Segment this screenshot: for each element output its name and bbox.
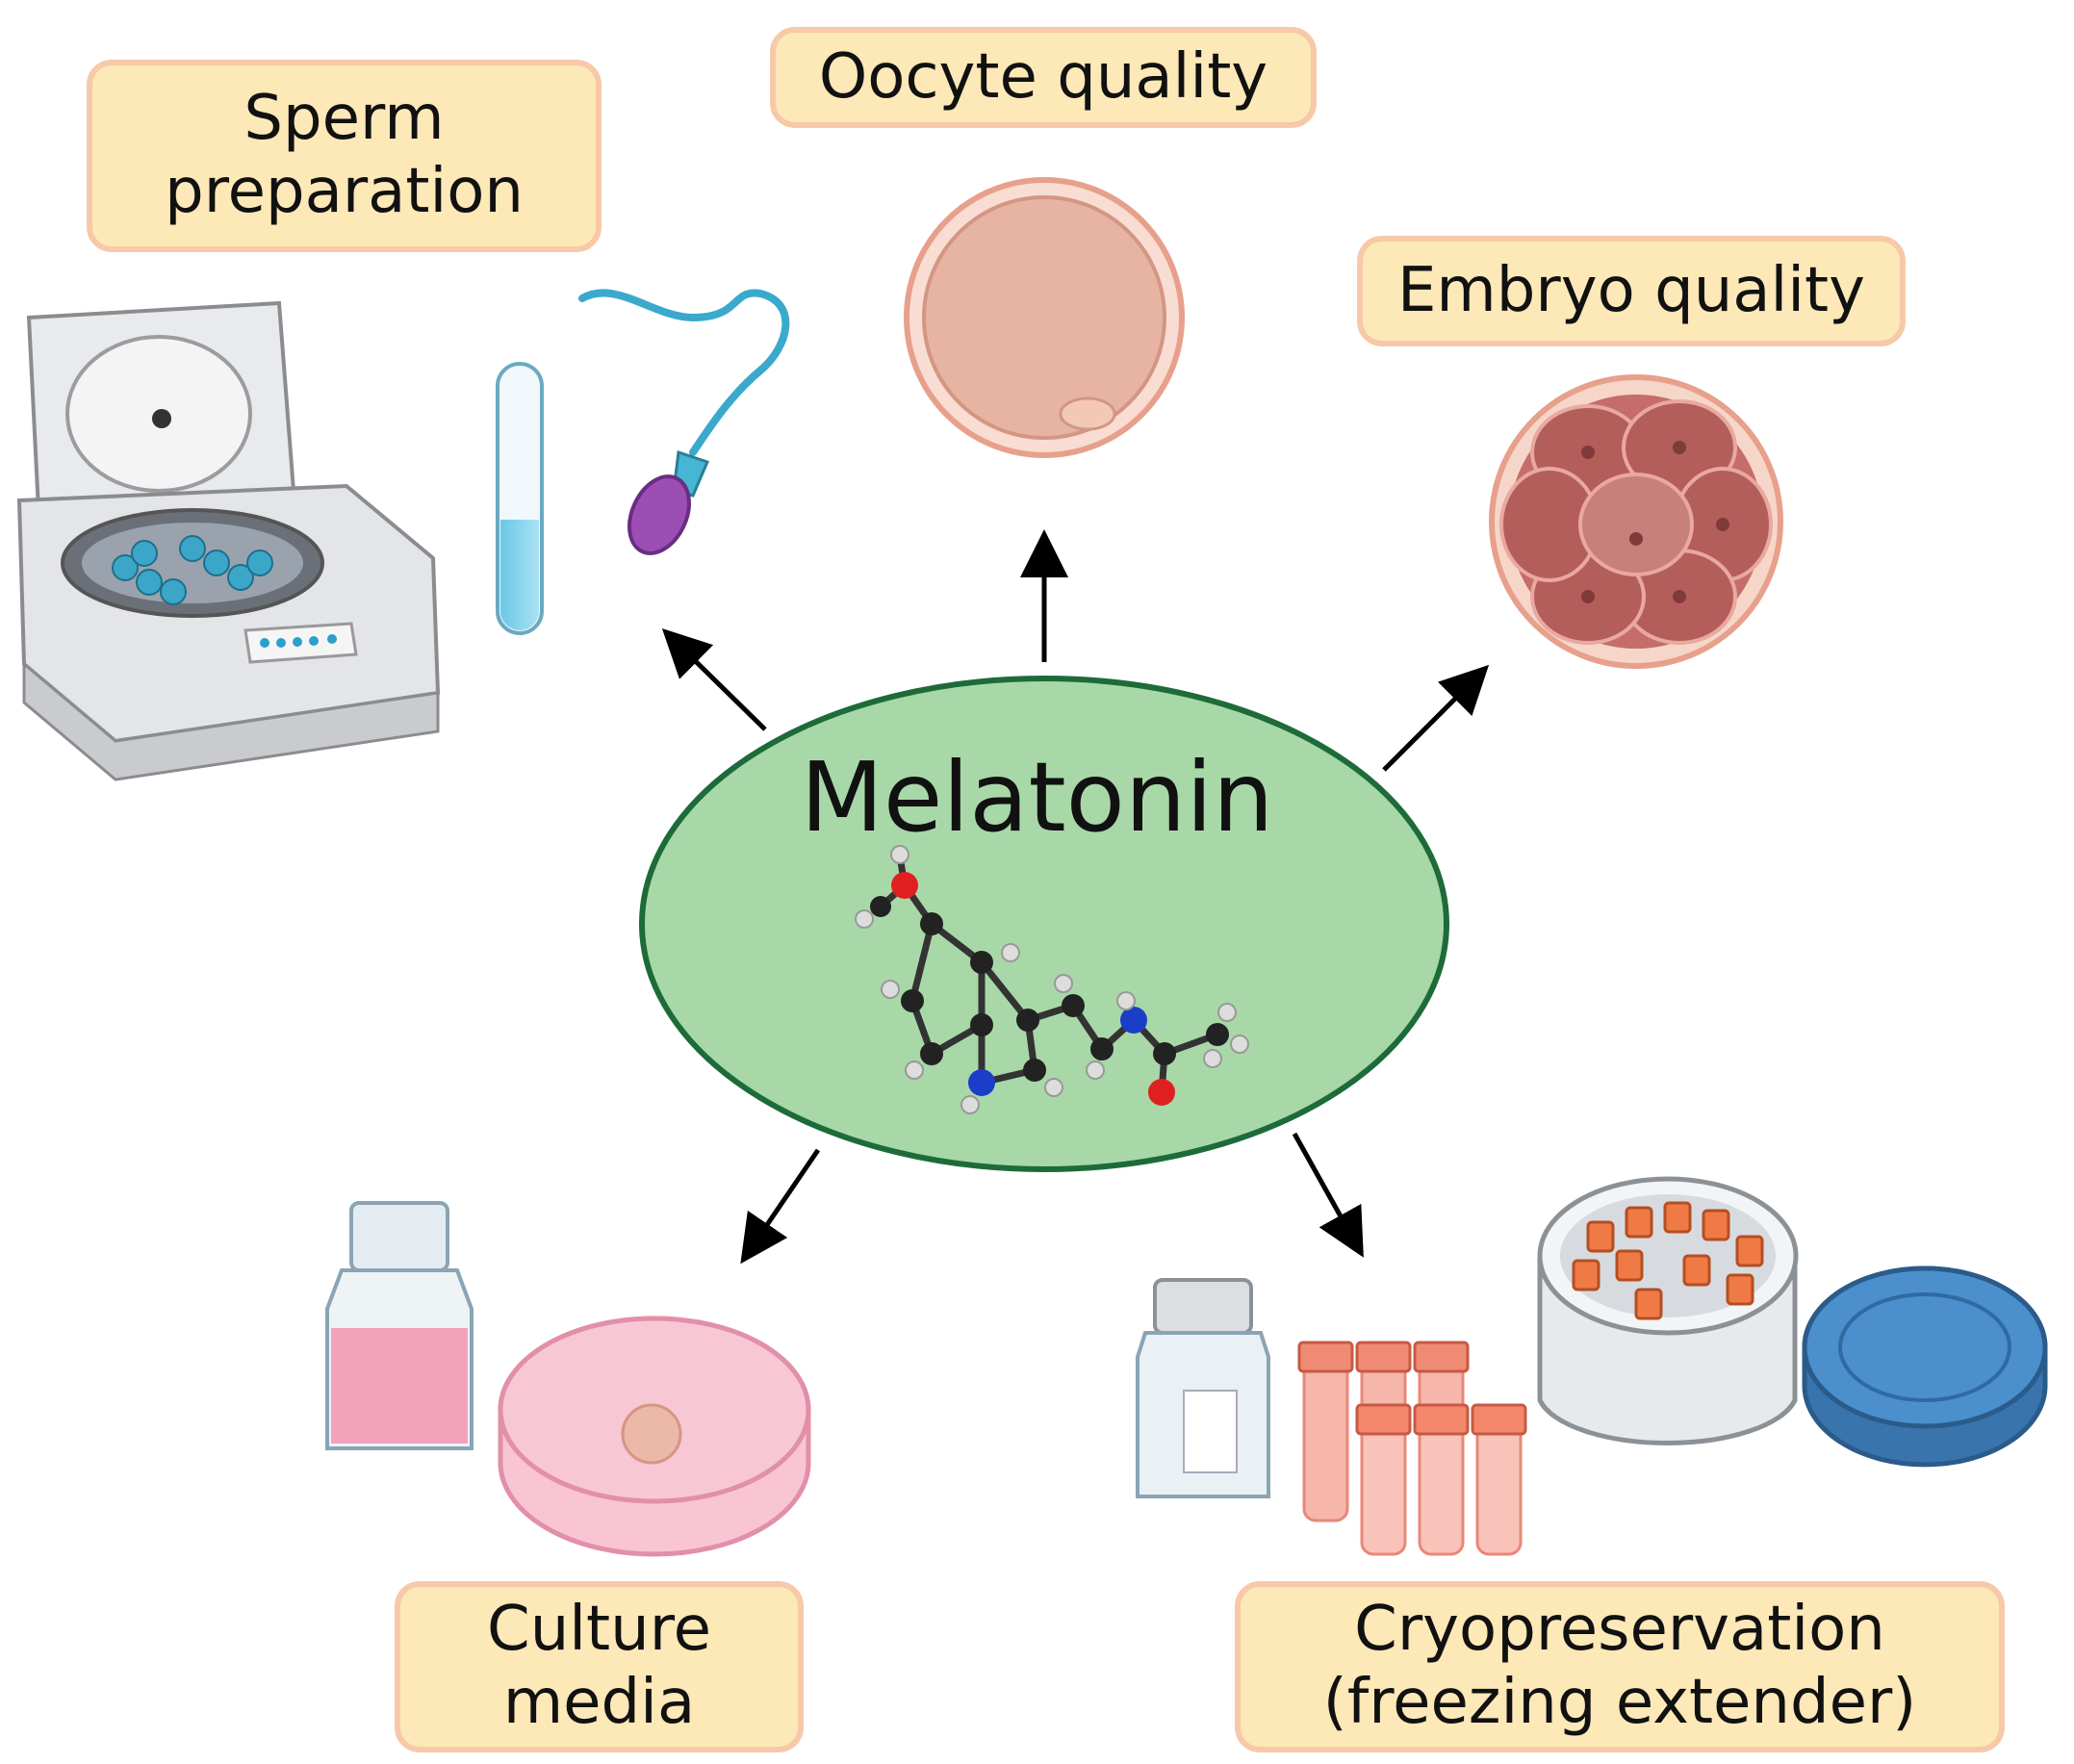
label-culture-line1: Culture [487, 1594, 711, 1666]
cryo-vial-rack-icon [1136, 1278, 1527, 1556]
label-culture-line2: media [502, 1667, 696, 1738]
arrow-to-culture [740, 1148, 821, 1265]
label-oocyte-quality: Oocyte quality [770, 27, 1317, 128]
oocyte-icon [904, 177, 1185, 458]
label-embryo-line1: Embryo quality [1396, 254, 1866, 326]
sperm-cell-icon [578, 289, 790, 555]
label-embryo-quality: Embryo quality [1357, 236, 1906, 346]
label-sperm-line2: preparation [165, 156, 524, 227]
label-cryo-line1: Cryopreservation [1354, 1594, 1885, 1666]
label-sperm-line1: Sperm [243, 83, 445, 155]
label-oocyte-line1: Oocyte quality [818, 40, 1268, 113]
cryo-canister-icon [1537, 1176, 2048, 1468]
test-tube-icon [496, 362, 544, 635]
arrow-to-embryo [1382, 664, 1490, 772]
label-culture-media: Culture media [395, 1581, 804, 1752]
arrow-to-cryo [1292, 1132, 1364, 1258]
centrifuge-icon [16, 300, 441, 781]
petri-dish-icon [498, 1316, 811, 1557]
melatonin-molecule-icon [855, 845, 1249, 1114]
label-cryo-line2: (freezing extender) [1322, 1667, 1917, 1738]
label-cryopreservation: Cryopreservation (freezing extender) [1235, 1581, 2005, 1752]
arrows [661, 529, 1490, 1265]
media-bottle-icon [325, 1201, 474, 1450]
melatonin-title: Melatonin [800, 741, 1274, 854]
arrow-to-sperm [661, 628, 767, 731]
embryo-icon [1489, 374, 1783, 669]
label-sperm-preparation: Sperm preparation [87, 60, 602, 252]
